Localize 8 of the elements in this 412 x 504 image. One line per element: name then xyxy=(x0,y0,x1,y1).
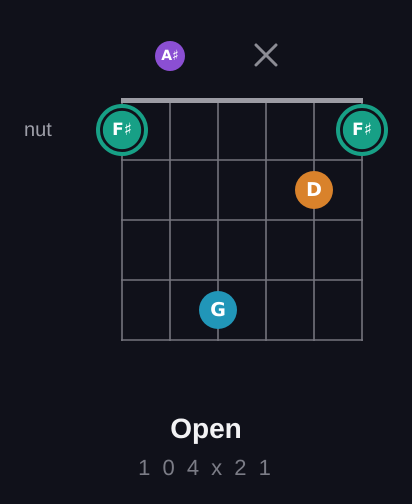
note-marker: G xyxy=(199,291,237,329)
open-string-note-marker: A♯ xyxy=(155,41,185,71)
fingering-text: 1 0 4 x 2 1 xyxy=(138,454,274,482)
chord-name: Open xyxy=(170,412,242,446)
root-note-marker: F♯ xyxy=(96,104,148,156)
root-note-marker: F♯ xyxy=(336,104,388,156)
note-marker: D xyxy=(295,171,333,209)
nut-label: nut xyxy=(24,118,52,142)
